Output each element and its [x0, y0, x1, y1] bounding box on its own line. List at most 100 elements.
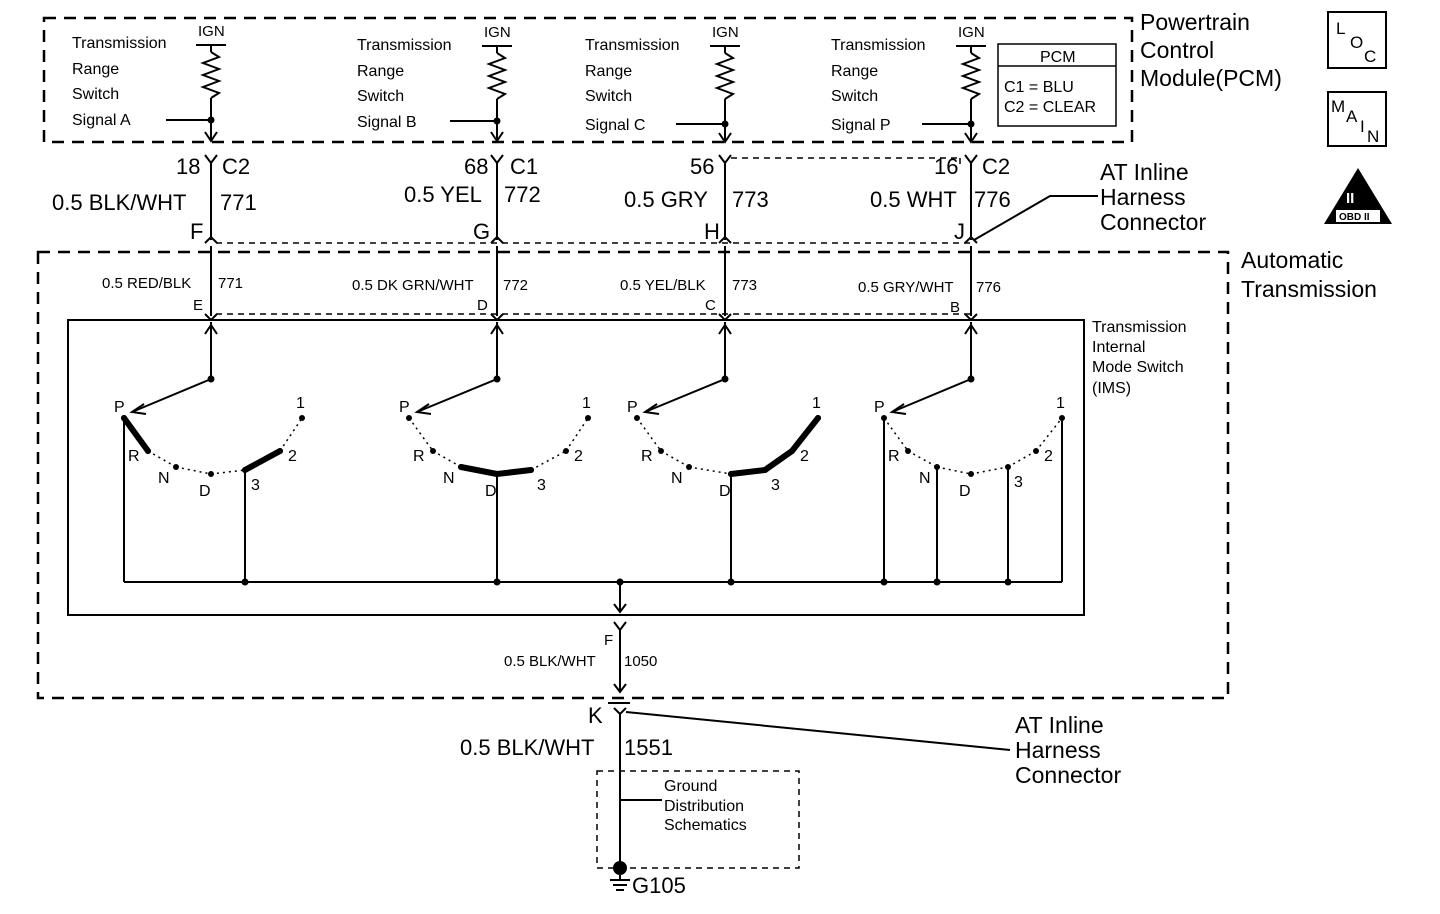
loc-icon: L O C [1327, 11, 1387, 69]
pcm-input-signal-a: Transmission Range Switch Signal A IGN [72, 23, 226, 143]
arrow-up-icon [964, 323, 978, 335]
upper-wire-labels: 0.5 BLK/WHT 771 F 0.5 YEL 772 G 0.5 GRY … [52, 182, 1011, 244]
ign-label: IGN [712, 24, 739, 41]
ims-position-dot [528, 467, 534, 473]
ims-open-segment [883, 417, 909, 452]
input-p-line-1: Transmission [831, 37, 926, 54]
arrow-up-icon [490, 323, 504, 335]
input-b-line-4: Signal B [357, 114, 417, 131]
ims-position-dot [563, 448, 569, 454]
input-c-line-4: Signal C [585, 117, 645, 134]
main-icon-a: A [1346, 107, 1358, 126]
main-icon-m: M [1331, 97, 1345, 116]
callout-k-line-3: Connector [1015, 762, 1121, 788]
input-b-line-2: Range [357, 63, 404, 80]
loc-icon-l: L [1336, 19, 1345, 38]
ims-position-label: R [128, 448, 140, 465]
pullup-resistor-icon [714, 52, 736, 100]
callout-k-line-1: AT Inline [1015, 712, 1104, 738]
ground-dist-line-1: Ground [664, 778, 717, 795]
wire-circuit: 772 [504, 182, 541, 207]
input-c-line-3: Switch [585, 88, 632, 105]
ims-contact-segment [494, 467, 534, 477]
input-p-line-4: Signal P [831, 117, 891, 134]
ims-open-segment [936, 466, 972, 475]
wire-circuit: 772 [503, 277, 528, 294]
ims-position-label: 3 [771, 477, 780, 494]
input-b-line-3: Switch [357, 88, 404, 105]
ims-boundary [67, 319, 1085, 616]
input-c-line-1: Transmission [585, 37, 680, 54]
ims-open-segment [210, 469, 246, 475]
transmission-title-line-2: Transmission [1241, 276, 1377, 302]
arrow-up-icon [718, 323, 732, 335]
ims-title-line-2: Internal [1092, 339, 1145, 356]
pcm-input-signal-b: Transmission Range Switch Signal B IGN [357, 24, 512, 143]
pin-number: 18 [176, 154, 200, 179]
wire-circuit: 776 [976, 279, 1001, 296]
wire-terminal: F [190, 219, 203, 244]
wire-terminal: B [950, 299, 960, 316]
automatic-transmission: Automatic Transmission 0.5 RED/BLK 771 E… [36, 246, 1377, 700]
ims-position-label: P [874, 399, 885, 416]
pcm-connector-legend: PCM C1 = BLU C2 = CLEAR [997, 43, 1117, 127]
ims-open-segment [970, 466, 1009, 475]
input-p-line-3: Switch [831, 88, 878, 105]
ims-position-dot [173, 464, 179, 470]
ground-circuit: K 0.5 BLK/WHT 1551 AT Inline Harness Con… [460, 702, 1121, 898]
arrow-down-icon [490, 131, 504, 143]
input-a-line-3: Switch [72, 86, 119, 103]
ground-lower-terminal: K [588, 703, 603, 728]
ims-position-dot [634, 415, 640, 421]
ims-open-segment [530, 450, 567, 471]
ground-wire-color: 0.5 BLK/WHT [504, 653, 596, 670]
pin-connector: C2 [982, 154, 1010, 179]
ims-wiper-arm [644, 378, 726, 413]
ims-position-label: 3 [1014, 474, 1023, 491]
arrow-head-icon [129, 403, 147, 415]
arrow-head-icon [414, 403, 432, 415]
ims-position-label: 2 [288, 448, 297, 465]
ground-lower-color: 0.5 BLK/WHT [460, 735, 594, 760]
pin-number: 68 [464, 154, 488, 179]
input-c-line-2: Range [585, 63, 632, 80]
ims-position-label: 2 [574, 448, 583, 465]
obd-ii-icon: II OBD II [1324, 168, 1392, 224]
pcm-legend-title: PCM [1040, 49, 1076, 66]
pcm-connector-marks [204, 154, 978, 315]
pullup-resistor-icon [486, 52, 508, 100]
wire-color: 0.5 WHT [870, 187, 957, 212]
pcm-pin-labels: 18 C2 68 C1 56 16 C2 [176, 154, 1010, 179]
main-icon-i: I [1360, 117, 1365, 136]
wire-color: 0.5 DK GRN/WHT [352, 277, 474, 294]
ims-open-segment [432, 450, 462, 468]
pullup-resistor-icon [200, 51, 222, 99]
callout-line-1: AT Inline [1100, 159, 1189, 185]
arrow-head-icon [642, 403, 660, 415]
ims-contact-segment [458, 464, 500, 477]
ims-position-dot [1033, 448, 1039, 454]
callout-line-3: Connector [1100, 209, 1206, 235]
ims-open-segment [565, 417, 589, 452]
pcm-input-signal-c: Transmission Range Switch Signal C IGN [585, 24, 740, 144]
wire-circuit: 771 [218, 275, 243, 292]
pcm-legend-c1: C1 = BLU [1004, 79, 1074, 96]
ground-dist-line-3: Schematics [664, 817, 747, 834]
callout-line-2: Harness [1100, 184, 1186, 210]
input-b-line-1: Transmission [357, 37, 452, 54]
ims-position-label: P [399, 399, 410, 416]
callout-k-line-2: Harness [1015, 737, 1101, 763]
ims-position-dot [208, 471, 214, 477]
ims-position-label: R [413, 448, 425, 465]
ims-position-dot [686, 464, 692, 470]
input-a-line-2: Range [72, 61, 119, 78]
ims-position-label: 1 [812, 395, 821, 412]
wire-circuit: 776 [974, 187, 1011, 212]
ims-open-segment [660, 450, 690, 468]
wire-terminal: D [477, 297, 488, 314]
wire-color: 0.5 BLK/WHT [52, 190, 186, 215]
ims-position-dot [430, 448, 436, 454]
ims-position-label: 1 [296, 395, 305, 412]
